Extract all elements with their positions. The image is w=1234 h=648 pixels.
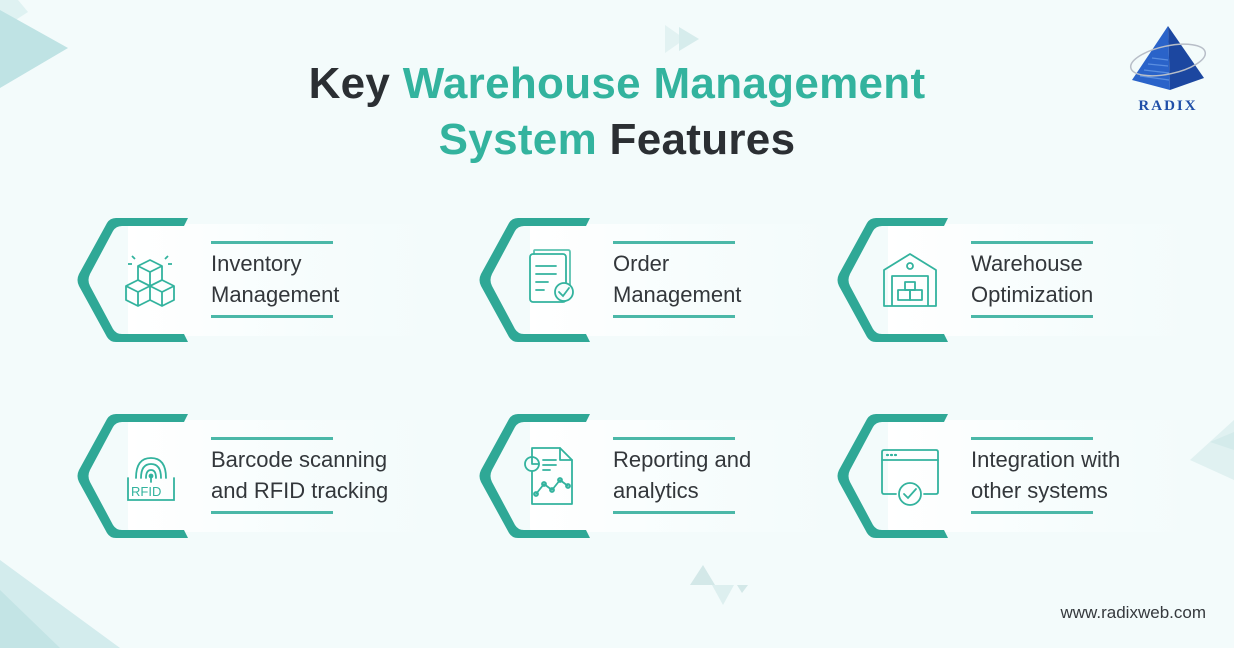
pyramid-logo-icon [1129, 26, 1207, 90]
svg-text:RFID: RFID [131, 484, 161, 499]
divider-top [971, 437, 1093, 440]
feature-card-rfid: RFID Barcode scanning and RFID tracking [76, 412, 436, 540]
feature-label: Inventory Management [211, 251, 340, 307]
stacked-boxes-icon [125, 255, 175, 307]
divider-top [211, 437, 333, 440]
title-features: Features [609, 115, 796, 164]
divider-bottom [613, 315, 735, 318]
logo-text: RADIX [1138, 98, 1198, 114]
divider-top [613, 437, 735, 440]
feature-card-integration: Integration with other systems [836, 412, 1196, 540]
background-triangles-bottom-center [690, 565, 748, 605]
title-key: Key [308, 59, 391, 108]
background-triangle-bottom-left [0, 560, 120, 648]
feature-card-reporting: Reporting and analytics [478, 412, 838, 540]
divider-bottom [971, 511, 1093, 514]
radix-logo: RADIX [1118, 22, 1218, 122]
divider-top [613, 241, 735, 244]
divider-top [211, 241, 333, 244]
warehouse-icon [883, 253, 937, 307]
feature-label: Barcode scanning and RFID tracking [211, 447, 389, 503]
divider-bottom [971, 315, 1093, 318]
feature-card-order: Order Management [478, 216, 838, 344]
feature-label: Order Management [613, 251, 742, 307]
rfid-icon: RFID [127, 457, 175, 501]
browser-check-icon [881, 449, 939, 506]
feature-card-inventory: Inventory Management [76, 216, 436, 344]
page-title: Key Warehouse Management System Features [0, 56, 1234, 168]
feature-label: Warehouse Optimization [971, 251, 1094, 307]
title-system: System [438, 115, 597, 164]
divider-top [971, 241, 1093, 244]
feature-label: Reporting and analytics [613, 447, 752, 503]
document-check-icon [529, 249, 574, 303]
website-link[interactable]: www.radixweb.com [1060, 603, 1207, 622]
divider-bottom [211, 315, 333, 318]
report-chart-icon [524, 447, 573, 505]
title-warehouse-management: Warehouse Management [402, 59, 926, 108]
divider-bottom [211, 511, 333, 514]
feature-card-warehouse: Warehouse Optimization [836, 216, 1196, 344]
divider-bottom [613, 511, 735, 514]
feature-label: Integration with other systems [971, 447, 1121, 503]
